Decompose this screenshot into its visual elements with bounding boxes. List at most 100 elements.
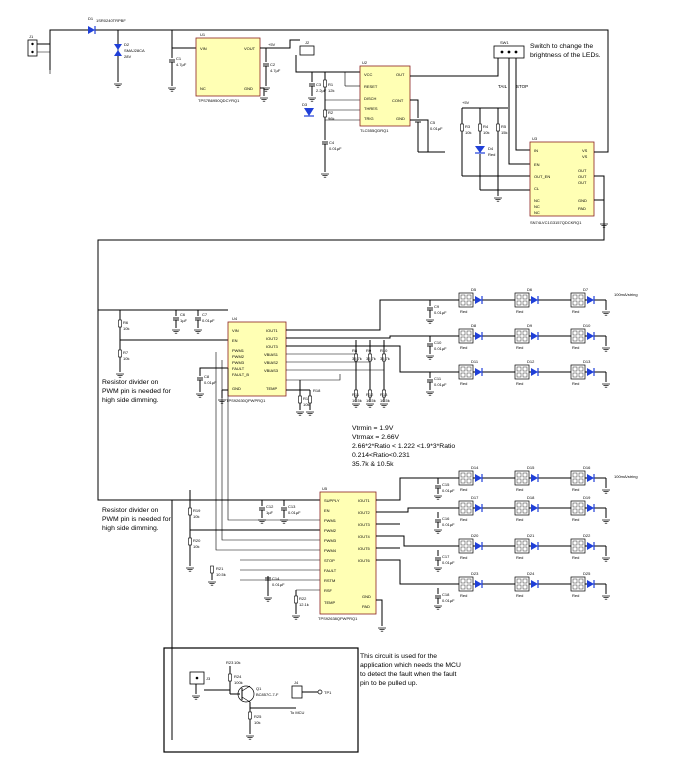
d4-color: Red: [488, 152, 495, 157]
r3-value: 10k: [465, 130, 471, 135]
led-icon: [514, 364, 539, 380]
r3-ref: R3: [465, 124, 471, 129]
u3-pin-cl: CL: [534, 186, 540, 191]
c17-ref: C17: [442, 554, 450, 559]
c4-value: 0.01µF: [329, 146, 342, 151]
c16-ref: C16: [442, 516, 450, 521]
u2-pin-thres: THRES: [364, 106, 378, 111]
ic-u1: U1 VIN NC VOUT GND TPS7B6950QDCYRQ1: [195, 32, 269, 103]
tail-label: TAIL: [498, 84, 508, 89]
j4-ref: J4: [294, 680, 299, 685]
c12-value: 1µF: [266, 510, 274, 515]
c7-value: 0.01µF: [202, 318, 215, 323]
led-color: Red: [572, 593, 579, 598]
led-array: D5RedD6RedD7RedD8RedD9RedD10RedD11RedD12…: [416, 287, 611, 600]
u2-pin-reset: RESET: [364, 84, 378, 89]
j3-ref: J3: [206, 676, 211, 681]
divider-note-2-line3: high side dimming.: [102, 525, 159, 532]
led-color: Red: [572, 309, 579, 314]
vtrim-line3: 2.66*2*Ratio < 1.222 <1.9*3*Ratio: [352, 443, 455, 450]
led-ref: D10: [583, 323, 591, 328]
vtrim-line2: Vtrmax = 2.66V: [352, 434, 400, 441]
r12-value: 10.5k: [366, 398, 376, 403]
u4-pin-iout2: IOUT2: [266, 336, 279, 341]
u5-pin-en: EN: [324, 508, 330, 513]
u3-part: SN74LVC1G3157QDCKRQ1: [530, 220, 582, 225]
led-ref: D22: [583, 533, 591, 538]
led-color: Red: [516, 381, 523, 386]
u3-pin-nc1: NC: [534, 198, 540, 203]
led-icon: [458, 500, 483, 516]
c13-value: 0.01µF: [288, 510, 301, 515]
r11-ref: R11: [352, 392, 360, 397]
r12-ref: R12: [366, 392, 374, 397]
u1-pin-vin: VIN: [200, 46, 207, 51]
led-ref: D7: [583, 287, 589, 292]
divider-note-2-line1: Resistor divider on: [102, 507, 159, 514]
q1-part: BC857C-7-F: [256, 692, 279, 697]
u3-pin-out2: OUT: [578, 174, 587, 179]
u5-pin-rstm: RSTM: [324, 578, 335, 583]
c2-ref: C2: [270, 62, 276, 67]
led-ref: D13: [583, 359, 591, 364]
fault-note-line2: application which needs the MCU: [360, 662, 461, 669]
r22-value: 12.1k: [299, 602, 309, 607]
r4-value: 10k: [483, 130, 489, 135]
r2-value: 96k: [328, 116, 334, 121]
connector-j1: [27, 39, 38, 57]
c6-ref: C6: [180, 312, 186, 317]
r9-ref: R9: [366, 348, 372, 353]
tvs-voltage: 28V: [124, 54, 131, 59]
led-d4-icon: [475, 146, 485, 153]
c3-ref: C3: [316, 82, 322, 87]
u4-pin-vbias1: VBIAS1: [264, 352, 279, 357]
c16-value: 0.01µF: [442, 522, 455, 527]
tvs-d2-icon: [114, 44, 122, 50]
r24-value: 100k: [234, 680, 243, 685]
u4-pin-temp: TEMP: [266, 386, 277, 391]
switch-note-line2: brightness of the LEDs.: [530, 52, 601, 59]
r1-ref: R1: [328, 82, 334, 87]
testpoint-icon: [317, 689, 323, 695]
divider-note-1-line1: Resistor divider on: [102, 379, 159, 386]
r20-ref: R20: [193, 538, 201, 543]
led-icon: [458, 328, 483, 344]
led-icon: [514, 292, 539, 308]
r6-ref: R6: [123, 320, 129, 325]
sw-ref: SW1: [500, 40, 509, 45]
ground-icon: [601, 595, 611, 600]
d1-ref: D1: [88, 16, 94, 21]
c13-ref: C13: [288, 504, 296, 509]
led-ref: D11: [471, 359, 479, 364]
q1-ref: Q1: [256, 686, 262, 691]
r11-value: 10.5k: [352, 398, 362, 403]
c17-value: 0.01µF: [442, 560, 455, 565]
u1-ref: U1: [200, 32, 206, 37]
u4-pin-en: EN: [232, 338, 238, 343]
u3-ref: U3: [532, 136, 538, 141]
divider-note-1-line2: PWM pin is needed for: [102, 388, 171, 395]
u5-pin-supply: SUPPLY: [324, 498, 340, 503]
led-color: Red: [516, 345, 523, 350]
u3-pin-in: IN: [534, 148, 538, 153]
divider-note-1-line3: high side dimming.: [102, 397, 159, 404]
led-color: Red: [460, 381, 467, 386]
u4-pin-vbias2: VBIAS2: [264, 360, 279, 365]
led-icon: [570, 470, 595, 486]
u3-pin-nc3: NC: [534, 210, 540, 215]
u4-pin-pwm1: PWM1: [232, 348, 245, 353]
led-icon: [514, 328, 539, 344]
j2-ref: J2: [305, 40, 310, 45]
led-icon: [458, 576, 483, 592]
u5-pin-stop: STOP: [324, 558, 335, 563]
c11-ref: C11: [434, 376, 442, 381]
u4-pin-fault: FAULT: [232, 366, 245, 371]
led-icon: [570, 576, 595, 592]
c10-ref: C10: [434, 340, 442, 345]
u1-pin-nc: NC: [200, 86, 206, 91]
r17-ref: R17: [303, 396, 311, 401]
led-ref: D6: [527, 287, 533, 292]
led-ref: D12: [527, 359, 535, 364]
u5-pin-iout4: IOUT4: [358, 534, 371, 539]
u3-pin-out3: OUT: [578, 180, 587, 185]
